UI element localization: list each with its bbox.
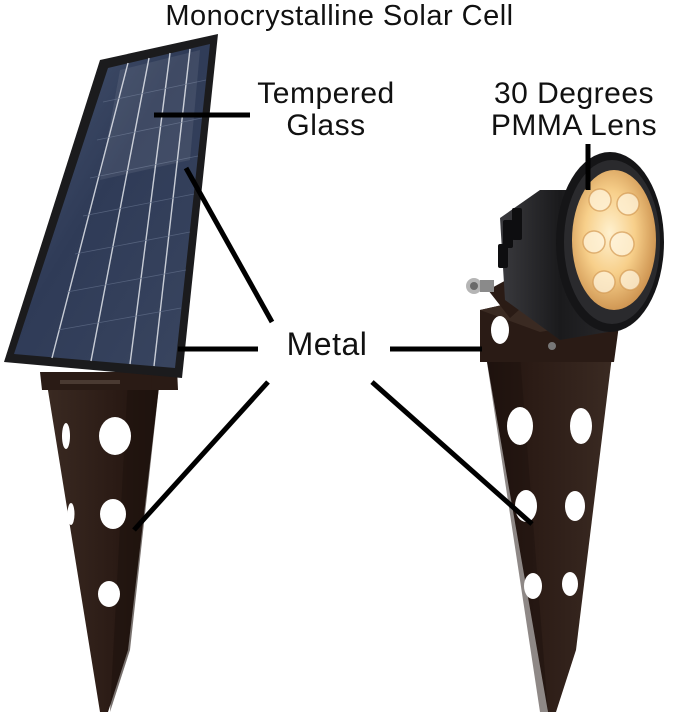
adjustment-bolt: [466, 278, 494, 294]
label-metal: Metal: [286, 326, 368, 362]
solar-panel: [4, 34, 218, 378]
leader-metal-panel-arm: [183, 166, 275, 324]
label-tempered-line1: Tempered: [257, 77, 395, 110]
label-pmma-lens: 30 Degrees PMMA Lens: [468, 78, 679, 142]
leader-metal-left-stake: [132, 380, 270, 532]
left-ground-stake: [46, 378, 160, 712]
solar-panel-assembly: [4, 34, 218, 712]
label-tempered-glass: Tempered Glass: [236, 78, 416, 142]
spotlight-assembly: [466, 152, 664, 712]
leader-lines: [132, 112, 591, 532]
label-monocrystalline-solar-cell: Monocrystalline Solar Cell: [165, 0, 514, 32]
label-lens-line2: PMMA Lens: [490, 109, 658, 142]
leader-metal-right-stake: [370, 380, 534, 526]
label-lens-line1: 30 Degrees: [493, 77, 655, 110]
pmma-lens: [572, 170, 656, 310]
right-ground-stake: [486, 356, 612, 712]
label-tempered-line2: Glass: [286, 109, 366, 142]
